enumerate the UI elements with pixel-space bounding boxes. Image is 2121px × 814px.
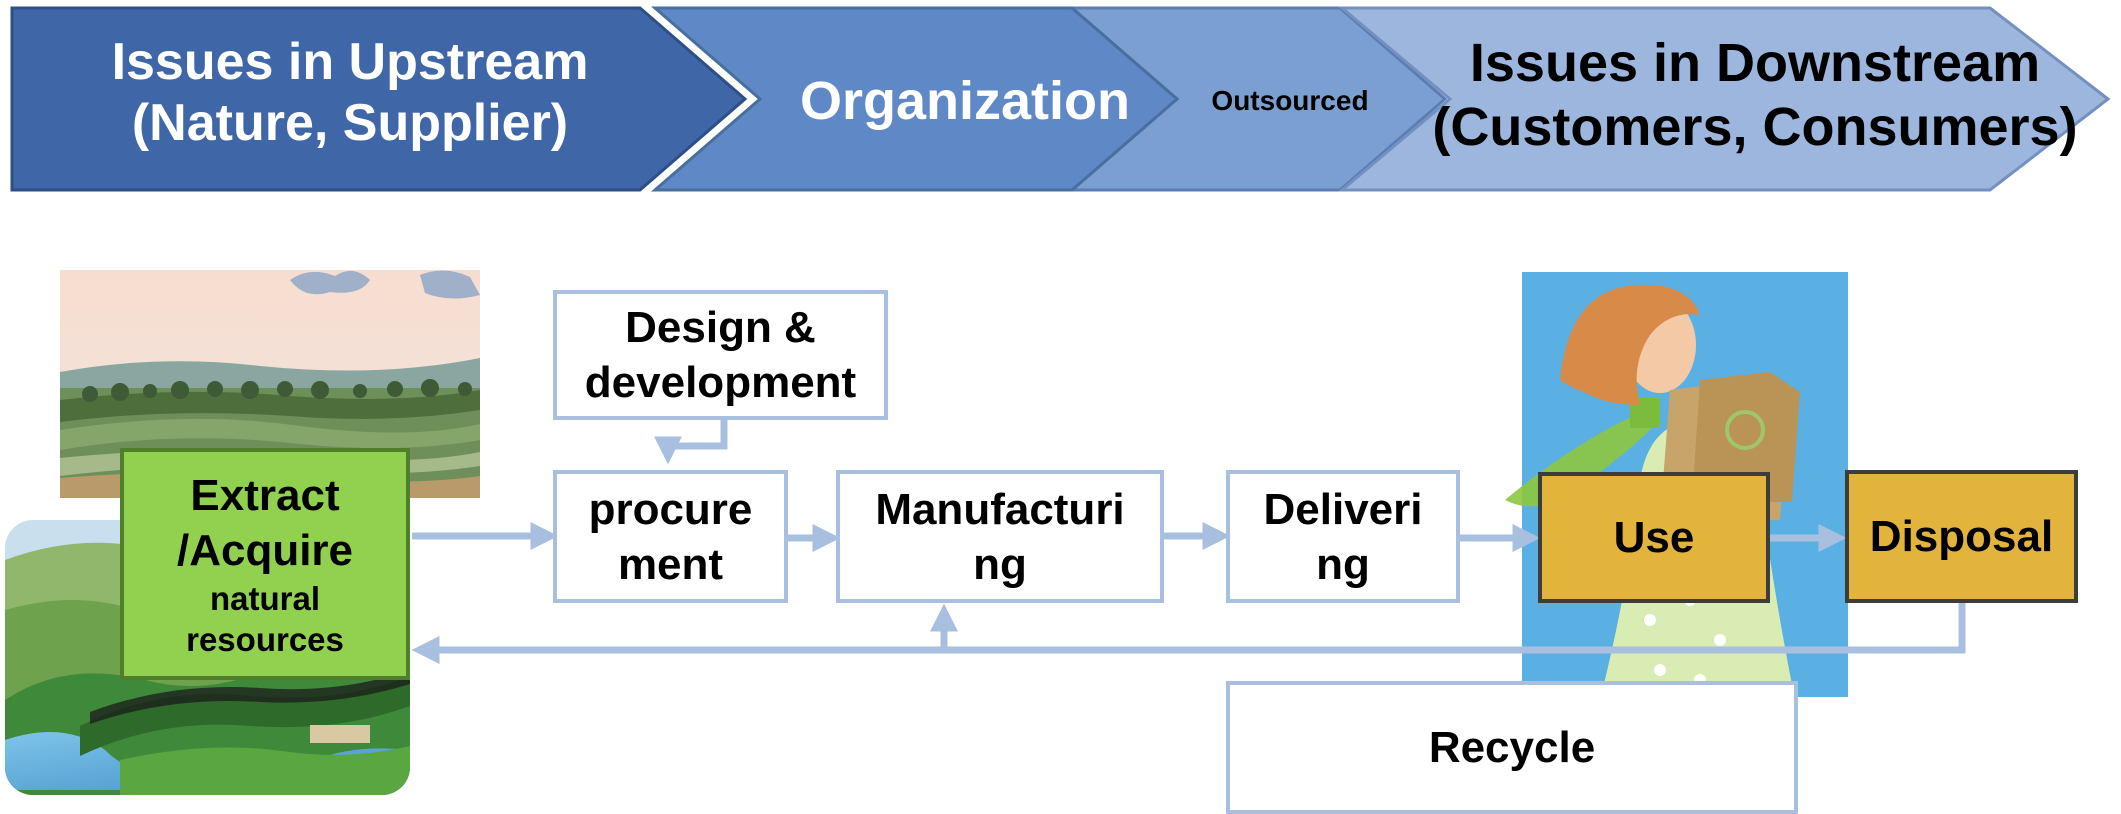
flow-arrows (411, 418, 1966, 664)
recycle-box: Recycle (1226, 681, 1798, 814)
procurement-box: procure ment (553, 470, 788, 603)
delivering-line2: ng (1316, 539, 1370, 589)
design-line2: development (584, 358, 857, 407)
manufacturing-box: Manufacturi ng (836, 470, 1164, 603)
disposal-box: Disposal (1845, 470, 2078, 603)
extract-line2: /Acquire (176, 525, 354, 575)
extract-box: Extract /Acquire natural resources (120, 448, 410, 680)
manufacturing-line1: Manufacturi (875, 484, 1125, 534)
delivering-line1: Deliveri (1263, 484, 1423, 534)
use-label: Use (1613, 513, 1695, 562)
downstream-title: Issues in Downstream (Customers, Consume… (1400, 32, 2110, 159)
arrow-recycle-loop (411, 602, 1966, 664)
extract-line3: natural (209, 579, 321, 617)
upstream-chevron (10, 6, 748, 192)
manufacturing-line2: ng (973, 539, 1027, 589)
downstream-chevron (1337, 6, 2111, 192)
header-chevrons (10, 6, 2111, 192)
procurement-line1: procure (588, 484, 753, 534)
use-box: Use (1538, 472, 1770, 603)
recycle-label: Recycle (1428, 723, 1596, 772)
upstream-title: Issues in Upstream (Nature, Supplier) (30, 32, 670, 155)
disposal-label: Disposal (1869, 512, 2054, 561)
design-line1: Design & (625, 303, 816, 352)
extract-line4: resources (186, 621, 344, 658)
design-development-box: Design & development (553, 290, 888, 420)
procurement-line2: ment (617, 539, 724, 589)
extract-line1: Extract (190, 470, 340, 520)
arrow-design-to-procurement (654, 418, 728, 465)
outsourced-title: Outsourced (1211, 85, 1369, 116)
upstream-title-line1: Issues in Upstream (111, 33, 589, 91)
organization-title: Organization (799, 71, 1130, 131)
downstream-title-line1: Issues in Downstream (1469, 33, 2041, 93)
upstream-title-line2: (Nature, Supplier) (131, 94, 569, 153)
delivering-box: Deliveri ng (1226, 470, 1460, 603)
downstream-title-line2: (Customers, Consumers) (1432, 96, 2078, 157)
organization-chevron (650, 6, 1180, 192)
